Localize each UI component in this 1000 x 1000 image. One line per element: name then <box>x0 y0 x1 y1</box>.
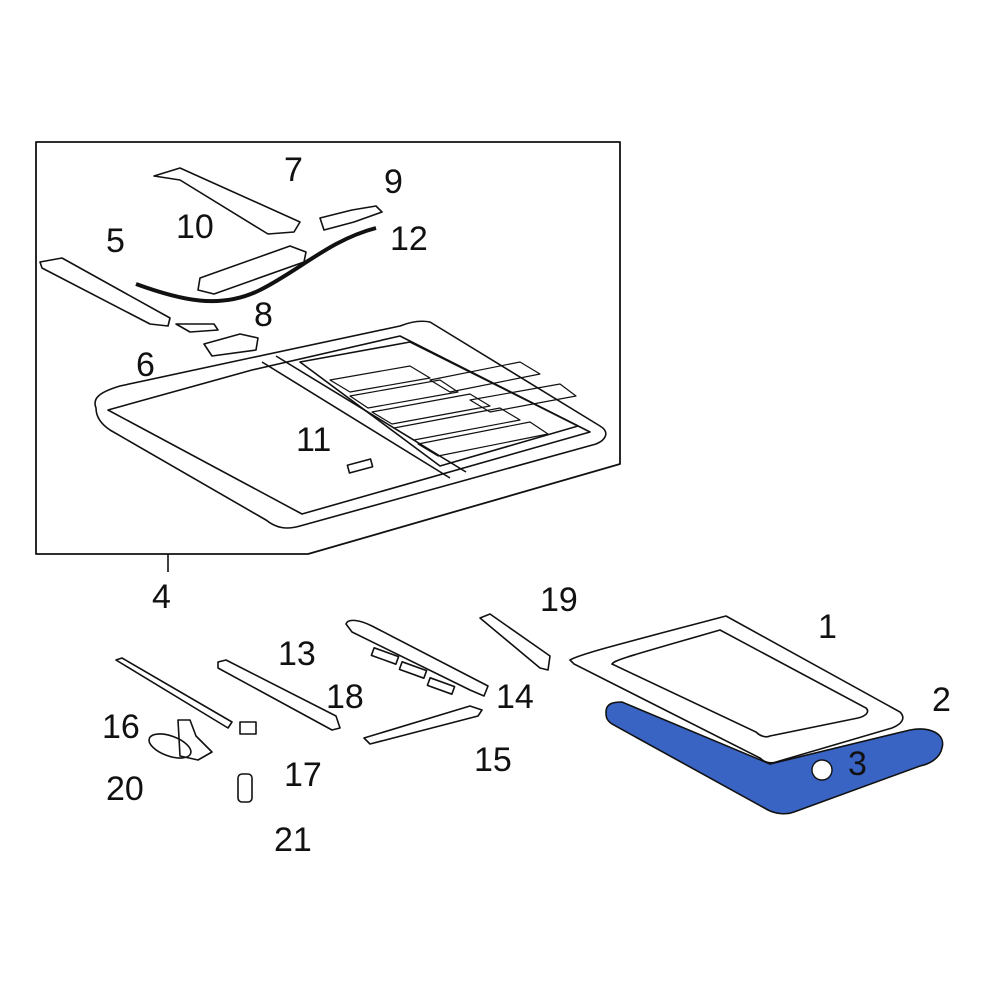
callout-9[interactable]: 9 <box>384 163 403 201</box>
callout-7[interactable]: 7 <box>284 151 303 189</box>
callout-5[interactable]: 5 <box>106 222 125 260</box>
callout-8[interactable]: 8 <box>254 296 273 334</box>
callout-14[interactable]: 14 <box>496 678 534 716</box>
callout-10[interactable]: 10 <box>176 208 214 246</box>
sunroof-frame-housing <box>94 320 607 529</box>
callout-12[interactable]: 12 <box>390 220 428 258</box>
callout-19[interactable]: 19 <box>540 581 578 619</box>
inset-box <box>35 141 621 555</box>
callout-13[interactable]: 13 <box>278 635 316 673</box>
callout-4[interactable]: 4 <box>152 578 171 616</box>
callout-21[interactable]: 21 <box>274 821 312 859</box>
callout-3[interactable]: 3 <box>848 745 867 783</box>
sunroof-seal-highlighted <box>605 701 944 815</box>
callout-18[interactable]: 18 <box>326 678 364 716</box>
callout-20[interactable]: 20 <box>106 770 144 808</box>
callout-15[interactable]: 15 <box>474 741 512 779</box>
callout-2[interactable]: 2 <box>932 681 951 719</box>
glass-panel <box>568 615 904 764</box>
callout-6[interactable]: 6 <box>136 346 155 384</box>
callout-11[interactable]: 11 <box>296 421 332 459</box>
callout-16[interactable]: 16 <box>102 708 140 746</box>
callout-1[interactable]: 1 <box>818 608 837 646</box>
callout-17[interactable]: 17 <box>284 756 322 794</box>
